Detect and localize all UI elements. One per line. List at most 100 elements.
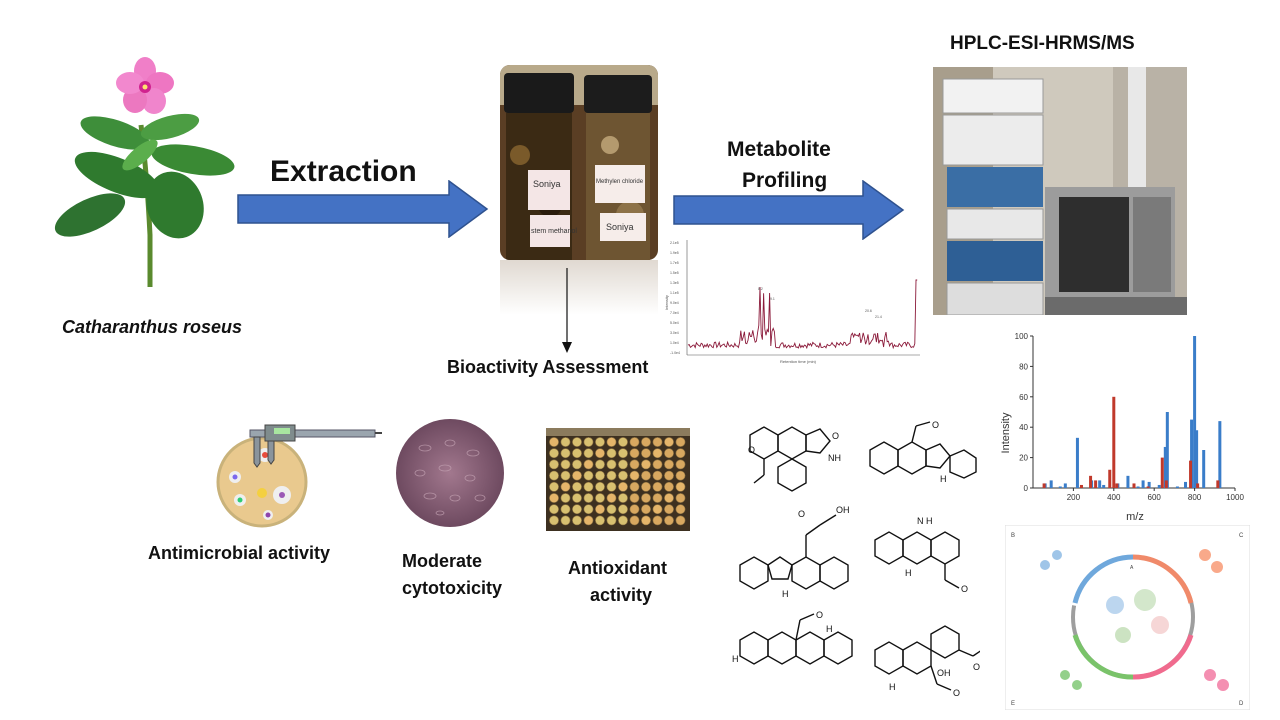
ms-bar-blue bbox=[1202, 450, 1206, 488]
plate-well bbox=[629, 504, 640, 515]
svg-text:OH: OH bbox=[937, 668, 951, 678]
hplc-instrument-photo bbox=[933, 67, 1187, 315]
network-panel-a: A bbox=[1130, 565, 1134, 571]
ms-bar-red bbox=[1089, 475, 1093, 488]
plate-well bbox=[652, 481, 663, 492]
ms-bar-red bbox=[1196, 483, 1200, 488]
plate-well bbox=[595, 437, 605, 447]
plate-well bbox=[549, 437, 559, 447]
chrom-ytick-label: 3.0e4 bbox=[670, 331, 679, 335]
plate-well bbox=[572, 448, 582, 459]
plate-well bbox=[652, 504, 663, 515]
plate-well bbox=[583, 437, 594, 447]
plate-well bbox=[606, 481, 617, 492]
plate-well bbox=[641, 448, 651, 459]
plate-well bbox=[560, 515, 571, 526]
plate-well bbox=[629, 470, 640, 481]
ms-ytick-label: 0 bbox=[1024, 484, 1029, 493]
plate-well bbox=[595, 470, 605, 481]
plate-well bbox=[618, 493, 628, 503]
plate-well bbox=[606, 459, 617, 470]
vials-reflection bbox=[500, 260, 658, 315]
ms-bar-blue bbox=[1098, 480, 1102, 488]
plate-well bbox=[664, 448, 674, 459]
svg-text:O: O bbox=[953, 688, 960, 698]
plant-caption: Catharanthus roseus bbox=[62, 317, 243, 337]
plate-well bbox=[595, 493, 605, 503]
vial-label-soniya-left: Soniya bbox=[533, 179, 561, 189]
plate-well bbox=[549, 493, 559, 503]
ms-bar-blue bbox=[1163, 446, 1167, 488]
plate-well bbox=[618, 515, 628, 526]
ms-xlabel: m/z bbox=[1126, 511, 1144, 523]
plate-well bbox=[549, 459, 559, 470]
ms-ytick-label: 60 bbox=[1019, 393, 1028, 402]
plate-well bbox=[652, 515, 663, 526]
plate-well bbox=[675, 493, 686, 503]
plate-well bbox=[652, 493, 663, 503]
ms-bar-red bbox=[1094, 480, 1098, 488]
metabolite-profiling-arrow bbox=[673, 180, 905, 240]
chrom-ytick-label: 1.0e4 bbox=[670, 341, 679, 345]
plate-well bbox=[641, 515, 651, 526]
plate-well bbox=[618, 459, 628, 470]
structure-1: O NH O bbox=[748, 426, 841, 492]
bioactivity-label: Bioactivity Assessment bbox=[447, 357, 649, 377]
plate-well bbox=[560, 504, 571, 515]
molecular-network-figure: B C A E D bbox=[1004, 524, 1251, 711]
antioxidant-label-line2: activity bbox=[590, 585, 653, 605]
ms-bar-blue bbox=[1102, 484, 1106, 488]
plate-well bbox=[583, 504, 594, 515]
svg-text:NH: NH bbox=[828, 453, 841, 463]
chrom-ytick-label: 1.3e5 bbox=[670, 281, 679, 285]
ms-xtick-label: 800 bbox=[1188, 493, 1202, 502]
plate-well bbox=[641, 470, 651, 481]
plate-well bbox=[664, 481, 674, 492]
antioxidant-label-line1: Antioxidant bbox=[568, 558, 667, 578]
plate-well bbox=[572, 504, 582, 515]
structure-6: H OH O O bbox=[874, 625, 986, 698]
plate-well bbox=[560, 437, 571, 447]
plate-well bbox=[675, 470, 686, 481]
plate-well bbox=[572, 481, 582, 492]
network-panel-b: B bbox=[1011, 533, 1015, 539]
ms-bar-blue bbox=[1075, 437, 1079, 488]
cytotoxicity-label-line1: Moderate bbox=[402, 551, 483, 571]
svg-text:O: O bbox=[961, 584, 968, 594]
extraction-arrow bbox=[237, 180, 489, 238]
plate-well bbox=[606, 448, 617, 459]
antimicrobial-label: Antimicrobial activity bbox=[148, 543, 331, 563]
alkaloid-structures: O NH O O H H OH O bbox=[730, 405, 986, 710]
svg-text:H: H bbox=[732, 654, 739, 664]
ms-xtick-label: 600 bbox=[1148, 493, 1162, 502]
ms-ylabel: Intensity bbox=[1000, 412, 1012, 453]
svg-text:H: H bbox=[889, 682, 896, 692]
plate-well bbox=[560, 493, 571, 503]
plate-well bbox=[606, 493, 617, 503]
svg-text:H: H bbox=[782, 589, 789, 599]
ms-bar-blue bbox=[1147, 481, 1151, 488]
ms-bar-blue bbox=[1049, 480, 1053, 488]
plate-well bbox=[595, 481, 605, 492]
ms-bar-blue bbox=[1184, 481, 1188, 488]
chrom-ytick-label: 7.0e4 bbox=[670, 311, 679, 315]
network-panel-d: D bbox=[1239, 701, 1244, 707]
plate-well bbox=[583, 493, 594, 503]
plate-well bbox=[606, 504, 617, 515]
plate-well bbox=[549, 448, 559, 459]
plate-well bbox=[549, 504, 559, 515]
plate-well bbox=[641, 459, 651, 470]
bioactivity-down-arrow bbox=[560, 268, 574, 359]
network-panel-c: C bbox=[1239, 533, 1244, 539]
plate-well bbox=[572, 437, 582, 447]
ms-bar-red bbox=[1216, 480, 1220, 488]
svg-text:H: H bbox=[905, 568, 912, 578]
ms-bar-red bbox=[1079, 484, 1083, 488]
svg-text:H: H bbox=[826, 624, 833, 634]
plate-well bbox=[664, 504, 674, 515]
plate-well bbox=[664, 459, 674, 470]
plate-well bbox=[652, 470, 663, 481]
plate-well bbox=[549, 470, 559, 481]
